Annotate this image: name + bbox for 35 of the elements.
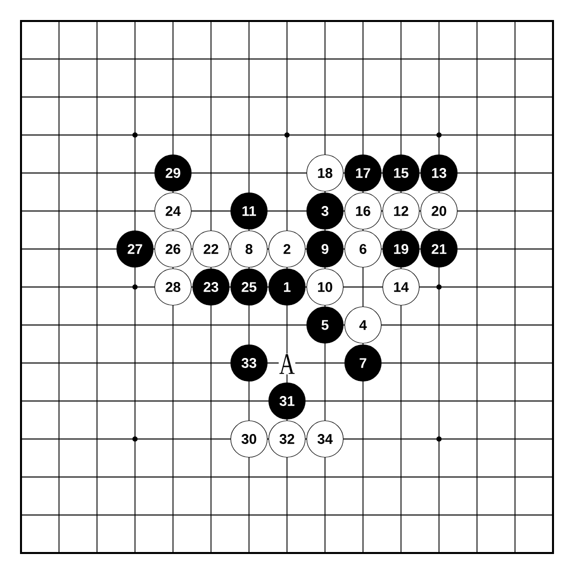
stone: 14 [382, 268, 420, 306]
stone: 1 [268, 268, 306, 306]
stone: 26 [154, 230, 192, 268]
stone: 22 [192, 230, 230, 268]
stone: 34 [306, 420, 344, 458]
stone: 17 [344, 154, 382, 192]
stone: 8 [230, 230, 268, 268]
stone: 28 [154, 268, 192, 306]
stone: 7 [344, 344, 382, 382]
stone: 3 [306, 192, 344, 230]
stone: 4 [344, 306, 382, 344]
stone: 31 [268, 382, 306, 420]
stone: 23 [192, 268, 230, 306]
stone: 9 [306, 230, 344, 268]
stone: 19 [382, 230, 420, 268]
stone: 33 [230, 344, 268, 382]
stone: 25 [230, 268, 268, 306]
stone: 12 [382, 192, 420, 230]
stone: 16 [344, 192, 382, 230]
point-label: A [278, 354, 296, 374]
stone: 29 [154, 154, 192, 192]
stone: 5 [306, 306, 344, 344]
stone: 21 [420, 230, 458, 268]
stone: 27 [116, 230, 154, 268]
stone: 2 [268, 230, 306, 268]
stone: 32 [268, 420, 306, 458]
stone: 11 [230, 192, 268, 230]
stone: 10 [306, 268, 344, 306]
stone: 15 [382, 154, 420, 192]
stone: 6 [344, 230, 382, 268]
stone: 30 [230, 420, 268, 458]
stone: 24 [154, 192, 192, 230]
stone: 13 [420, 154, 458, 192]
stone: 20 [420, 192, 458, 230]
stone: 18 [306, 154, 344, 192]
